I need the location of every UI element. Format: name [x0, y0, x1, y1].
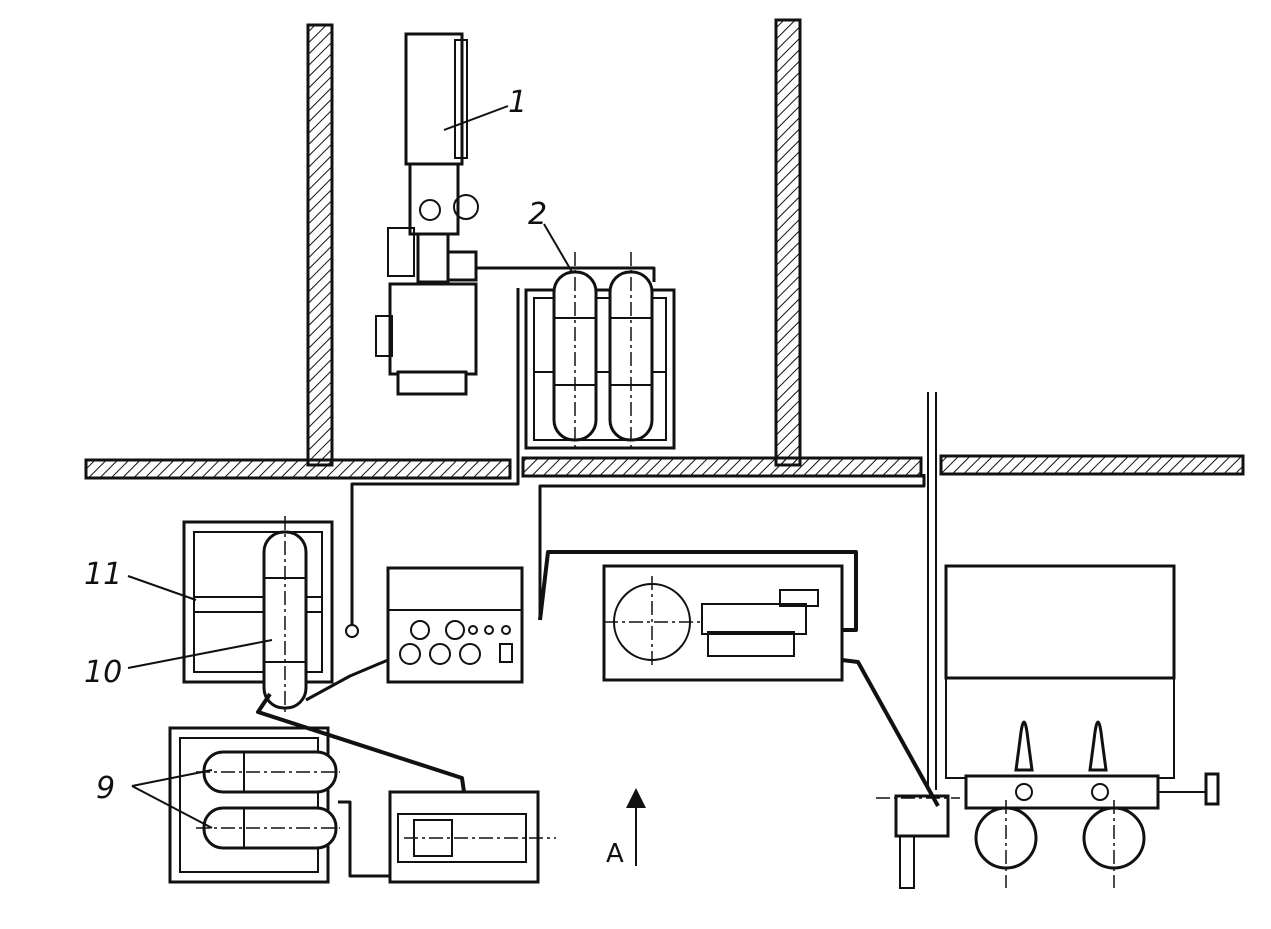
motor-body	[388, 282, 478, 376]
generator-housing	[404, 32, 464, 166]
view-arrow-label: A	[606, 839, 624, 869]
generator-valve-box	[446, 250, 478, 282]
leader-9-upper	[131, 769, 213, 787]
hose-cylinder10-to-feeder	[256, 692, 466, 793]
wall-left-vertical	[306, 23, 334, 467]
welding-tractor	[876, 564, 1220, 889]
callout-9: 9	[96, 771, 115, 806]
wire-feeder-unit	[388, 790, 556, 884]
control-knob-4	[484, 625, 494, 635]
generator-side-box	[387, 227, 415, 277]
motor-generator-unit	[375, 32, 479, 396]
tractor-welding-nozzle	[899, 835, 915, 889]
control-switch	[499, 643, 513, 663]
callout-1: 1	[508, 85, 527, 120]
callout-11: 11	[84, 557, 122, 592]
generator-shaft	[416, 232, 450, 284]
control-knob-1	[410, 620, 430, 640]
hose-generator-to-rack	[476, 266, 656, 282]
callouts: 1 2 11 10 9	[84, 85, 573, 829]
tractor-bolt-left	[1015, 783, 1033, 801]
motor-base	[396, 370, 468, 396]
control-dial-2	[429, 643, 451, 665]
motor-fan	[375, 315, 393, 357]
control-knob-3	[468, 625, 478, 635]
view-direction-indicator: A	[606, 788, 646, 869]
tractor-torch-right	[1088, 720, 1108, 772]
callout-10: 10	[84, 655, 122, 690]
lower-rack-inner	[179, 737, 319, 873]
leader-2	[543, 223, 573, 273]
tractor-torch-left	[1014, 720, 1034, 772]
leader-9-lower	[131, 785, 213, 829]
tractor-welding-head	[894, 794, 950, 838]
wall-floor-left	[84, 458, 512, 480]
hose-cylinder9-to-feeder	[338, 800, 390, 878]
hose-rack-to-cabinet	[350, 288, 520, 626]
hose-cylinder10-to-cabinet	[305, 658, 389, 702]
tractor-carriage	[964, 774, 1160, 810]
wall-middle-vertical	[774, 18, 802, 467]
control-knob-5	[501, 625, 511, 635]
cable-power-source-to-tractor	[841, 658, 940, 807]
building-walls	[84, 18, 1245, 790]
hose-floor-run	[538, 474, 926, 620]
wall-floor-middle	[521, 456, 923, 478]
hose-cabinet-to-power-source	[538, 550, 858, 632]
tractor-housing-upper	[944, 564, 1176, 680]
generator-gauge-right	[453, 194, 479, 220]
wall-floor-right	[939, 454, 1245, 476]
power-source-block-upper	[701, 603, 807, 635]
control-dial-1	[399, 643, 421, 665]
power-source-cap	[779, 589, 819, 607]
wire-feeder-inner	[397, 813, 527, 863]
tractor-rail-end	[1204, 772, 1220, 806]
control-cabinet	[345, 566, 524, 684]
generator-cover	[454, 39, 468, 159]
upper-rack-inner	[533, 297, 667, 441]
control-connector	[345, 624, 359, 638]
tractor-housing-lower	[945, 677, 1175, 779]
control-cabinet-body	[386, 566, 524, 684]
tractor-bolt-right	[1091, 783, 1109, 801]
hoses-and-cables	[256, 266, 940, 878]
power-source-block-lower	[707, 631, 795, 657]
wire-feeder-body	[388, 790, 540, 884]
generator-gauge-left	[419, 199, 441, 221]
control-dial-3	[459, 643, 481, 665]
gas-cylinder-rack-left	[182, 516, 334, 716]
left-rack-inner	[193, 531, 323, 673]
generator-coupling-block	[408, 162, 460, 236]
power-source-unit	[602, 564, 844, 682]
gas-cylinder-rack-upper	[524, 252, 676, 450]
gas-cylinder-rack-lower	[168, 726, 340, 884]
callout-2: 2	[528, 197, 547, 232]
leader-11	[127, 575, 197, 601]
leader-10	[127, 639, 273, 669]
control-knob-2	[445, 620, 465, 640]
left-rack-frame	[182, 520, 334, 684]
leader-1	[443, 105, 509, 131]
